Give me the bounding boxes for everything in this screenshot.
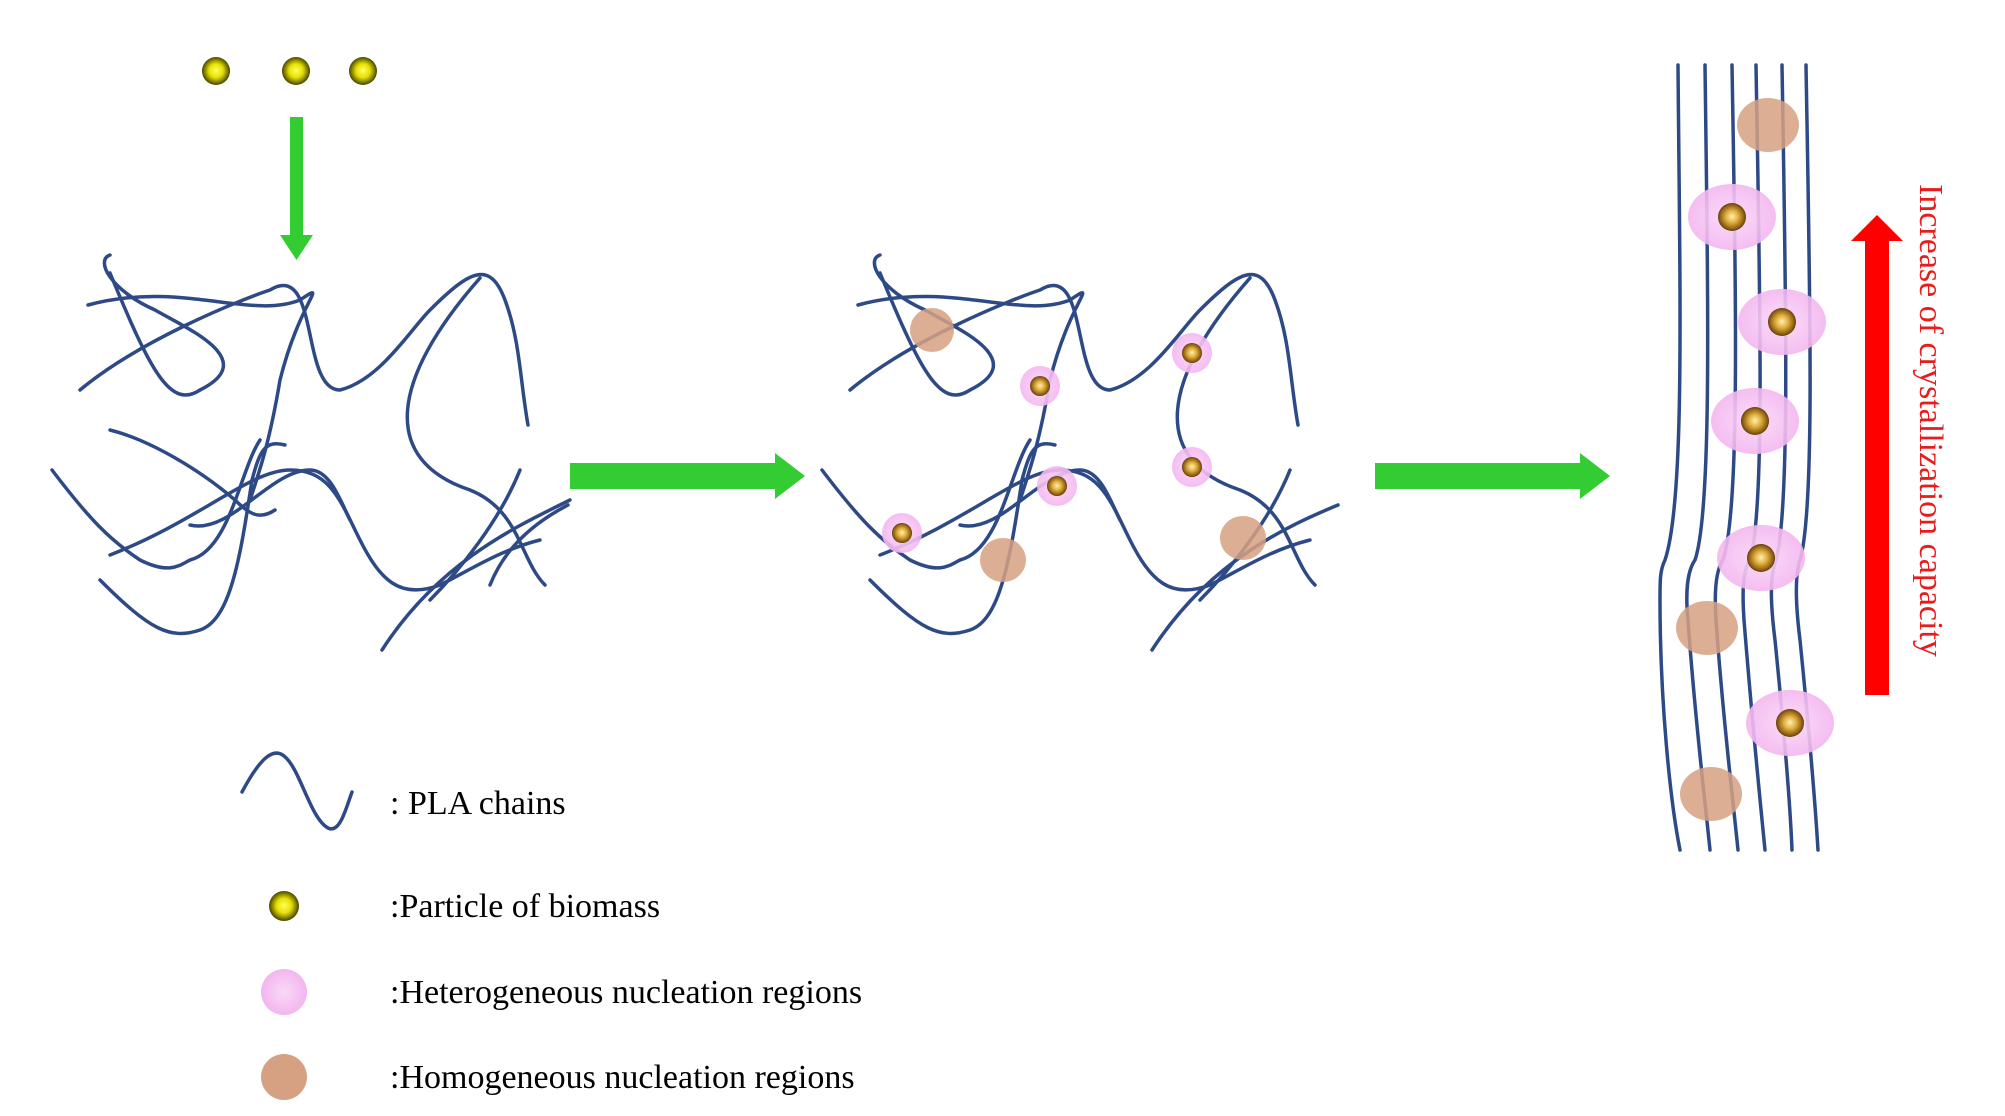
pla-chain-aligned (1658, 63, 1834, 852)
legend-particle-label: :Particle of biomass (390, 888, 660, 925)
legend: : PLA chains :Particle of biomass :Heter… (240, 751, 862, 1100)
particle-icon (1776, 709, 1804, 737)
homogeneous-region-icon (1220, 516, 1266, 560)
homogeneous-region-icon (1680, 767, 1742, 821)
heterogeneous-region-group (1172, 333, 1212, 373)
heterogeneous-region-group (1717, 525, 1805, 591)
particle-icon (1030, 376, 1050, 396)
down-arrow-icon (280, 117, 313, 260)
pla-chain-network-initial (50, 253, 572, 652)
particle-icon (202, 57, 230, 85)
incoming-particles (202, 57, 377, 85)
legend-pla-chains-label: : PLA chains (390, 785, 566, 822)
particle-icon (349, 57, 377, 85)
particle-icon (269, 891, 299, 921)
homogeneous-region-icon (1737, 98, 1799, 152)
particle-icon (1747, 544, 1775, 572)
particle-icon (1047, 476, 1067, 496)
heterogeneous-region-group (1172, 447, 1212, 487)
heterogeneous-region-group (1020, 366, 1060, 406)
pla-chain-network-nucleated (820, 253, 1340, 652)
homogeneous-region-icon (980, 538, 1026, 582)
heterogeneous-region-group (1688, 184, 1776, 250)
heterogeneous-region-group (1037, 466, 1077, 506)
process-arrow-icon (570, 453, 805, 499)
heterogeneous-region-group (1711, 388, 1799, 454)
particle-icon (1741, 407, 1769, 435)
particle-icon (282, 57, 310, 85)
homogeneous-region-icon (261, 1054, 307, 1100)
heterogeneous-region-group (882, 513, 922, 553)
increase-arrow-icon (1851, 215, 1903, 695)
heterogeneous-region-icon (261, 969, 307, 1015)
homogeneous-region-icon (1676, 601, 1738, 655)
legend-homogeneous-label: :Homogeneous nucleation regions (390, 1059, 855, 1096)
particle-icon (1718, 203, 1746, 231)
particle-icon (1768, 308, 1796, 336)
particle-icon (892, 523, 912, 543)
homogeneous-region-icon (910, 308, 954, 352)
heterogeneous-region-group (1746, 690, 1834, 756)
process-arrow-icon (1375, 453, 1610, 499)
crystallization-annotation: Increase of crystallization capacity (1912, 184, 1949, 657)
legend-heterogeneous-label: :Heterogeneous nucleation regions (390, 974, 862, 1011)
pla-chain-icon (240, 751, 354, 831)
particle-icon (1182, 343, 1202, 363)
particle-icon (1182, 457, 1202, 477)
heterogeneous-region-group (1738, 289, 1826, 355)
